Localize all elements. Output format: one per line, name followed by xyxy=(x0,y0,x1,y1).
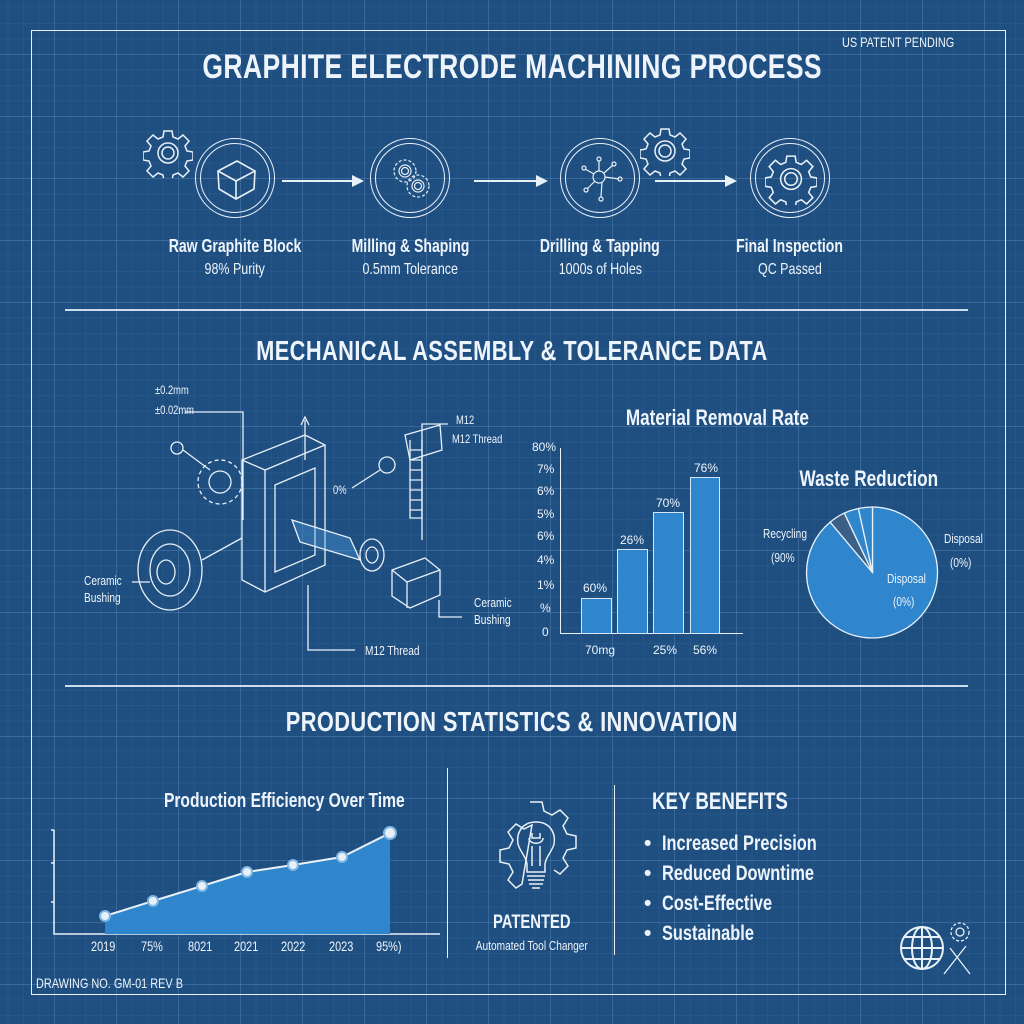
step-detail: 98% Purity xyxy=(204,261,266,278)
step-detail: 1000s of Holes xyxy=(558,261,642,278)
pie-label-recycling: Recycling xyxy=(763,526,807,541)
x-tick: 95%) xyxy=(376,938,402,954)
y-tick: 6% xyxy=(537,484,555,498)
area-chart xyxy=(51,826,440,935)
page-title: GRAPHITE ELECTRODE MACHINING PROCESS xyxy=(202,48,822,86)
bar-value-label: 70% xyxy=(656,496,681,510)
pie-inner-value: (0%) xyxy=(893,594,915,609)
section-divider xyxy=(65,685,968,687)
pie-label-disposal: Disposal xyxy=(944,531,983,546)
gear-icon xyxy=(640,128,690,176)
x-tick: 2021 xyxy=(234,938,259,954)
benefit-item: Reduced Downtime xyxy=(644,862,857,886)
x-tick: 2022 xyxy=(281,938,306,954)
column-divider xyxy=(614,785,615,955)
ceramic-bushing-left-label-2: Bushing xyxy=(84,590,121,605)
cube-icon xyxy=(217,160,256,200)
step-circle xyxy=(195,138,275,218)
x-tick: 70mg xyxy=(585,643,616,657)
y-tick: 7% xyxy=(537,462,555,476)
column-divider xyxy=(447,768,448,958)
bar-chart-title: Material Removal Rate xyxy=(625,405,809,430)
area-chart-title: Production Efficiency Over Time xyxy=(163,790,405,812)
pie-chart-title: Waste Reduction xyxy=(799,466,939,491)
bar-value-label: 76% xyxy=(694,461,719,475)
patented-badge: PATENTED xyxy=(493,912,571,933)
y-tick: 1% xyxy=(537,578,555,592)
drawing-number: DRAWING NO. GM-01 REV B xyxy=(36,975,184,991)
bar-chart-y-axis xyxy=(560,448,561,634)
gear-icon xyxy=(143,130,193,178)
y-tick: 4% xyxy=(537,553,555,567)
ceramic-bushing-right-label-2: Bushing xyxy=(474,612,511,627)
step-label: Raw Graphite Block xyxy=(168,236,302,256)
lightbulb-gear-icon xyxy=(499,801,577,889)
m12-thread-label: M12 Thread xyxy=(365,643,420,658)
tolerance-callout-2: ±0.02mm xyxy=(155,403,194,417)
ceramic-bushing-left-label: Ceramic xyxy=(84,573,122,588)
y-tick: 5% xyxy=(537,507,555,521)
patent-notice: US PATENT PENDING xyxy=(842,34,955,50)
bar xyxy=(617,549,648,634)
drawing-frame xyxy=(31,30,1006,995)
bar-value-label: 26% xyxy=(620,533,645,547)
bar-chart-x-axis xyxy=(560,633,743,634)
x-tick: 25% xyxy=(653,643,678,657)
pie-chart xyxy=(805,506,939,639)
benefit-item: Increased Precision xyxy=(644,832,860,856)
section-title-assembly: MECHANICAL ASSEMBLY & TOLERANCE DATA xyxy=(256,335,768,366)
y-tick: 6% xyxy=(537,529,555,543)
pie-inner-label: Disposal xyxy=(887,571,926,586)
step-detail: 0.5mm Tolerance xyxy=(362,261,458,278)
patent-caption: Automated Tool Changer xyxy=(475,938,588,953)
step-circle xyxy=(370,138,450,218)
step-detail: QC Passed xyxy=(758,261,822,278)
x-tick: 2023 xyxy=(329,938,354,954)
y-tick: % xyxy=(540,601,551,615)
benefit-item: Sustainable xyxy=(644,922,780,946)
step-circle xyxy=(750,138,830,218)
bar xyxy=(581,598,612,634)
gears-icon xyxy=(393,159,430,198)
ceramic-bushing-right-label: Ceramic xyxy=(474,595,512,610)
tolerance-callout-1: ±0.2mm xyxy=(155,383,189,397)
pie-value-recycling: (90% xyxy=(771,550,795,565)
x-tick: 75% xyxy=(141,938,163,954)
y-tick: 0 xyxy=(542,625,549,639)
bar xyxy=(690,477,720,634)
flow-arrow xyxy=(474,175,548,187)
bar-value-label: 60% xyxy=(583,581,608,595)
globe-tools-icon xyxy=(900,922,971,975)
flow-arrow xyxy=(655,175,737,187)
x-tick: 2019 xyxy=(91,938,116,954)
m12-thread-callout-top: M12 Thread xyxy=(452,432,503,446)
section-title-production: PRODUCTION STATISTICS & INNOVATION xyxy=(285,706,739,737)
percent-callout: 0% xyxy=(333,483,347,497)
section-divider xyxy=(65,309,968,311)
benefit-item: Cost-Effective xyxy=(644,892,803,916)
step-label: Final Inspection xyxy=(736,236,844,256)
step-label: Drilling & Tapping xyxy=(540,236,660,256)
step-circle xyxy=(560,138,640,218)
step-label: Milling & Shaping xyxy=(351,236,469,256)
x-tick: 56% xyxy=(693,643,718,657)
x-tick: 8021 xyxy=(188,938,213,954)
y-tick: 80% xyxy=(532,440,557,454)
bar xyxy=(653,512,684,634)
exploded-assembly-drawing xyxy=(132,411,462,651)
drill-network-icon xyxy=(581,156,623,202)
m12-callout: M12 xyxy=(456,413,475,427)
benefits-title: KEY BENEFITS xyxy=(652,788,788,815)
gear-icon xyxy=(765,155,817,205)
flow-arrow xyxy=(282,175,364,187)
pie-value-disposal: (0%) xyxy=(950,555,972,570)
